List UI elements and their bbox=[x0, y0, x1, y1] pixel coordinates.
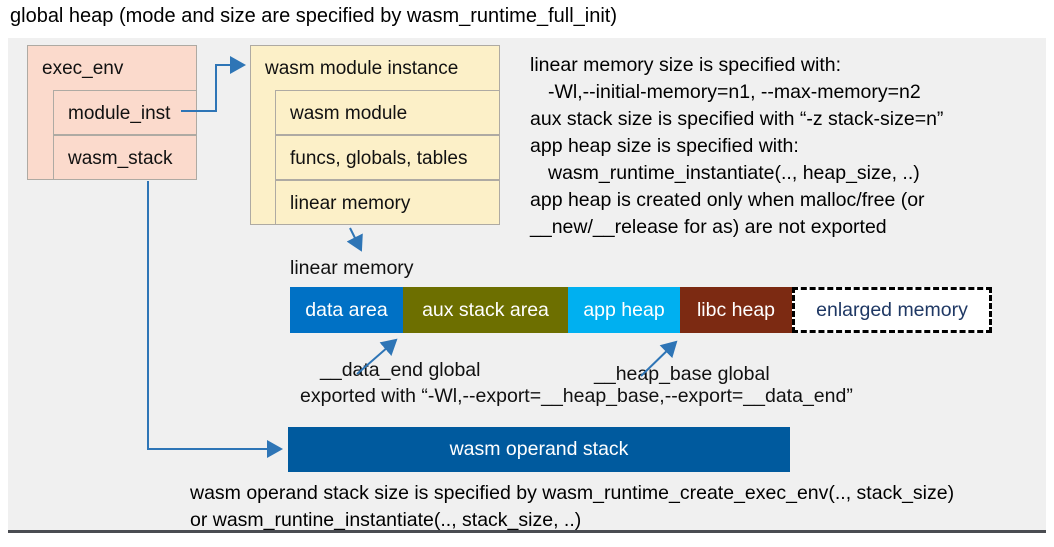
linear-memory-row: linear memory bbox=[275, 180, 500, 225]
note-line: or wasm_runtine_instantiate(.., stack_si… bbox=[190, 509, 582, 531]
wasm-module-instance-label: wasm module instance bbox=[265, 58, 459, 79]
exec-env-label: exec_env bbox=[42, 58, 124, 79]
wasm-operand-stack-bar: wasm operand stack bbox=[288, 427, 790, 472]
note-line: linear memory size is specified with: bbox=[530, 54, 842, 76]
linear-memory-row-label: linear memory bbox=[290, 193, 411, 214]
note-line: aux stack size is specified with “-z sta… bbox=[530, 108, 944, 130]
segment-libc-heap: libc heap bbox=[680, 287, 792, 333]
wasm-module-label: wasm module bbox=[290, 103, 408, 124]
wasm-module-row: wasm module bbox=[275, 90, 500, 135]
segment-enlarged-memory: enlarged memory bbox=[792, 287, 992, 333]
note-line: __new/__release for as) are not exported bbox=[530, 216, 887, 238]
funcs-globals-tables-label: funcs, globals, tables bbox=[290, 148, 468, 169]
wasm-stack-box: wasm_stack bbox=[53, 135, 197, 180]
notes-bottom: wasm operand stack size is specified by … bbox=[190, 480, 954, 534]
wasm-stack-label: wasm_stack bbox=[68, 148, 173, 169]
note-line: app heap size is specified with: bbox=[530, 135, 799, 157]
segment-data-area: data area bbox=[290, 287, 403, 333]
notes-right: linear memory size is specified with: -W… bbox=[530, 52, 943, 241]
note-line: wasm operand stack size is specified by … bbox=[190, 482, 955, 504]
note-line: app heap is created only when malloc/fre… bbox=[530, 189, 925, 211]
segment-aux-stack-area: aux stack area bbox=[403, 287, 568, 333]
note-line: -Wl,--initial-memory=n1, --max-memory=n2 bbox=[548, 81, 921, 103]
note-line: wasm_runtime_instantiate(.., heap_size, … bbox=[548, 162, 920, 184]
exported-with-label: exported with “-Wl,--export=__heap_base,… bbox=[300, 385, 853, 407]
module-inst-box: module_inst bbox=[53, 90, 197, 135]
segment-app-heap: app heap bbox=[568, 287, 680, 333]
data-end-global-label: __data_end global bbox=[320, 359, 481, 381]
module-inst-label: module_inst bbox=[68, 103, 171, 124]
page-title: global heap (mode and size are specified… bbox=[10, 5, 617, 27]
heap-base-global-label: __heap_base global bbox=[594, 363, 770, 385]
linear-memory-bar-title: linear memory bbox=[290, 257, 414, 279]
funcs-globals-tables-row: funcs, globals, tables bbox=[275, 135, 500, 180]
